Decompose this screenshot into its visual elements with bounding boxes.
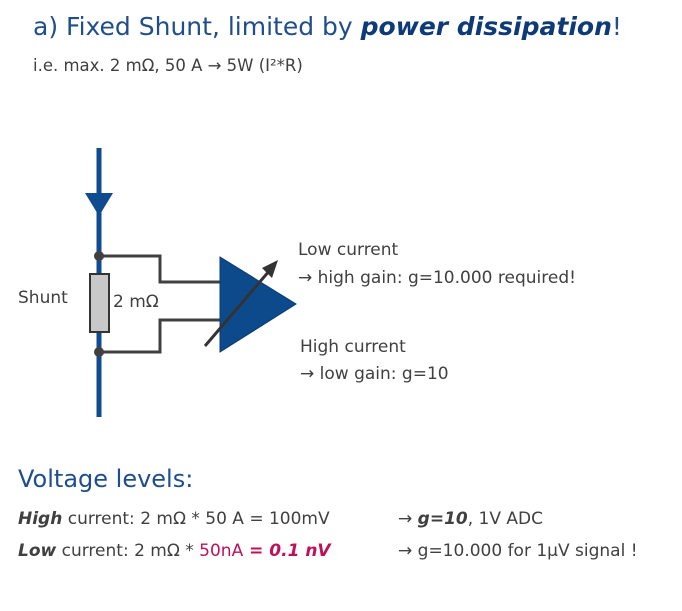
- title-suffix: !: [611, 12, 622, 41]
- high-result-gain: g=10: [417, 509, 468, 529]
- high-result-arrow: →: [398, 509, 418, 529]
- shunt-label: Shunt: [18, 288, 68, 308]
- high-result-adc: , 1V ADC: [467, 509, 543, 529]
- variable-gain-arrow: [203, 269, 272, 347]
- high-label: High: [18, 509, 63, 529]
- subtitle: i.e. max. 2 mΩ, 50 A → 5W (I²*R): [33, 56, 303, 75]
- high-current-row: High current: 2 mΩ * 50 A = 100mV: [18, 509, 330, 529]
- variable-gain-arrowhead: [262, 260, 278, 278]
- upper-tap-wire: [99, 254, 222, 284]
- voltage-levels-heading: Voltage levels:: [18, 465, 194, 493]
- low-voltage-value: = 0.1 nV: [243, 541, 331, 561]
- lower-junction: [94, 347, 104, 357]
- high-current-result: → g=10, 1V ADC: [398, 509, 543, 529]
- high-current-desc: → low gain: g=10: [300, 364, 449, 384]
- shunt-resistor: [89, 273, 110, 333]
- current-direction-arrow: [85, 193, 113, 216]
- title-prefix: a) Fixed Shunt, limited by: [33, 12, 361, 41]
- high-formula: current: 2 mΩ * 50 A = 100mV: [62, 509, 330, 529]
- page-title: a) Fixed Shunt, limited by power dissipa…: [33, 12, 622, 41]
- lower-tap-wire: [99, 318, 222, 354]
- amplifier-triangle: [219, 256, 297, 353]
- upper-junction: [94, 251, 104, 261]
- high-current-title: High current: [300, 337, 406, 357]
- low-current-result: → g=10.000 for 1µV signal !: [398, 541, 638, 561]
- low-current-row: Low current: 2 mΩ * 50nA = 0.1 nV: [18, 541, 331, 561]
- low-current-value: 50nA: [199, 541, 244, 561]
- low-current-title: Low current: [298, 240, 399, 260]
- low-formula: current: 2 mΩ *: [56, 541, 200, 561]
- low-label: Low: [18, 541, 57, 561]
- low-current-desc: → high gain: g=10.000 required!: [298, 268, 576, 288]
- title-emphasis: power dissipation: [360, 12, 612, 41]
- resistance-label: 2 mΩ: [113, 292, 159, 312]
